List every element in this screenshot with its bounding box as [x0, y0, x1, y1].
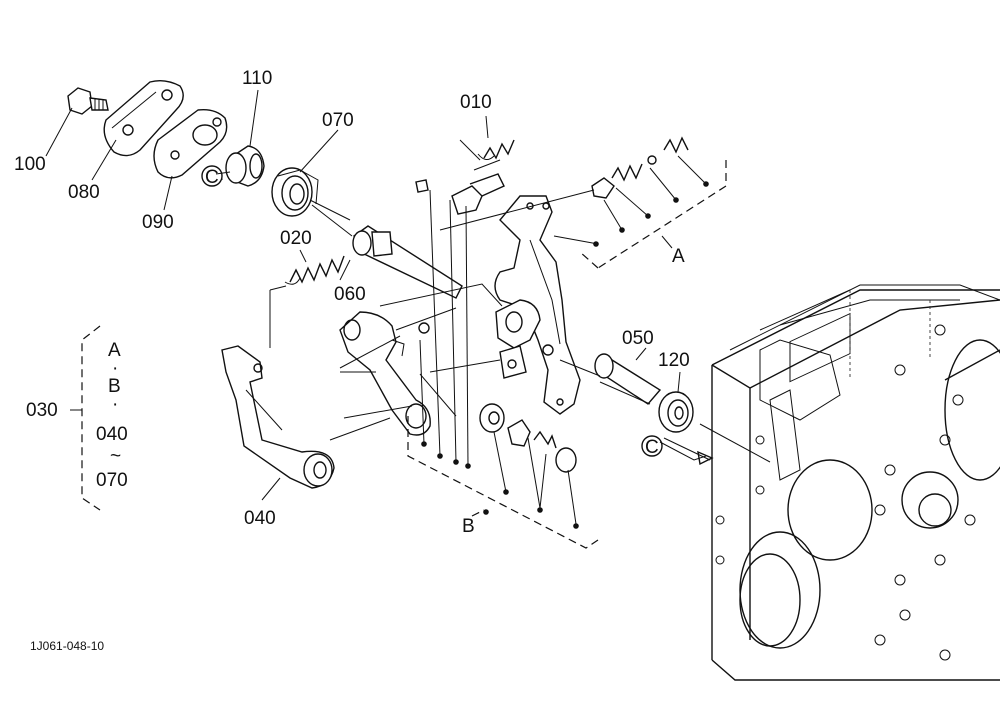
label-090[interactable]: 090	[142, 212, 174, 233]
part-120-bearing[interactable]	[658, 391, 694, 433]
marker-c2-circle	[641, 435, 663, 457]
label-100[interactable]: 100	[14, 154, 46, 175]
assembly-line-070: 070	[96, 470, 128, 491]
part-010-spring[interactable]	[477, 139, 515, 160]
group-markers: A B C C	[201, 165, 685, 537]
part-group-a-pins[interactable]	[591, 136, 689, 199]
label-110[interactable]: 110	[242, 68, 272, 89]
assembly-dot-1: ·	[112, 358, 118, 379]
label-020[interactable]: 020	[280, 228, 312, 249]
group-030-bracket	[70, 325, 101, 511]
assembly-line-b: B	[108, 376, 121, 397]
label-080[interactable]: 080	[68, 182, 100, 203]
assembly-lines	[215, 139, 771, 525]
reference-dots	[421, 181, 709, 529]
assembly-dot-2: ·	[112, 394, 118, 415]
part-link-small[interactable]	[415, 173, 505, 215]
marker-a[interactable]: A	[672, 246, 685, 267]
label-030[interactable]: 030	[26, 400, 58, 421]
label-010[interactable]: 010	[460, 92, 492, 113]
part-040-lever[interactable]	[221, 345, 335, 489]
label-070[interactable]: 070	[322, 110, 354, 131]
part-020-spring[interactable]	[284, 255, 345, 285]
part-lever-inner[interactable]	[339, 311, 431, 436]
part-080-plate[interactable]	[103, 79, 184, 157]
engine-housing	[711, 284, 1000, 681]
part-070-bearing[interactable]	[271, 167, 319, 217]
marker-c2[interactable]: C	[645, 437, 659, 458]
drawing-code: 1J061-048-10	[30, 639, 104, 653]
assembly-line-040: 040	[96, 424, 128, 445]
assembly-tilde: ~	[110, 446, 121, 467]
label-040[interactable]: 040	[244, 508, 276, 529]
part-labels: 010 020 030 040 050 060 070 080 090 100 …	[14, 68, 690, 529]
label-060[interactable]: 060	[334, 284, 366, 305]
part-100-bolt[interactable]	[67, 87, 109, 115]
group-b-bracket	[407, 416, 599, 549]
marker-b[interactable]: B	[462, 516, 475, 537]
marker-c1[interactable]: C	[205, 167, 219, 188]
group-a-bracket	[579, 160, 727, 269]
label-050[interactable]: 050	[622, 328, 654, 349]
label-leaders	[45, 89, 681, 501]
assembly-line-a: A	[108, 340, 121, 361]
part-110-collar[interactable]	[225, 145, 265, 187]
part-090-gasket[interactable]	[153, 108, 228, 179]
label-120[interactable]: 120	[658, 350, 690, 371]
assembly-030-composition: A · B · 040 ~ 070	[96, 340, 128, 491]
part-bracket-plate[interactable]	[494, 195, 581, 415]
part-060-shaft[interactable]	[311, 204, 463, 299]
part-050-sleeve[interactable]	[594, 353, 662, 405]
part-group-b-pins[interactable]	[479, 403, 577, 473]
marker-c1-circle	[201, 165, 223, 187]
